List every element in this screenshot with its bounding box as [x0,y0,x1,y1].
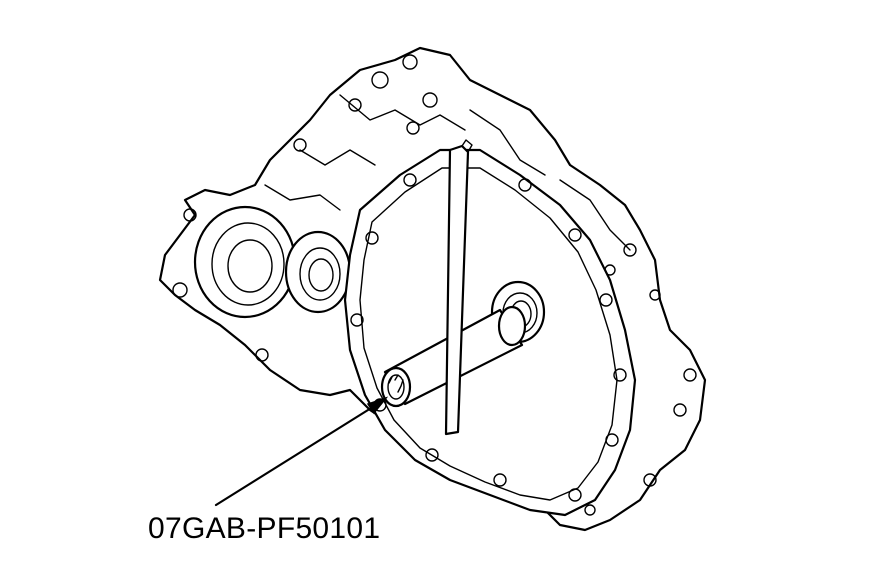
callout-leader [214,396,389,507]
hex-key-bar [444,139,473,436]
output-seal-bores [193,205,352,319]
part-number-label: 07GAB-PF50101 [148,512,381,545]
